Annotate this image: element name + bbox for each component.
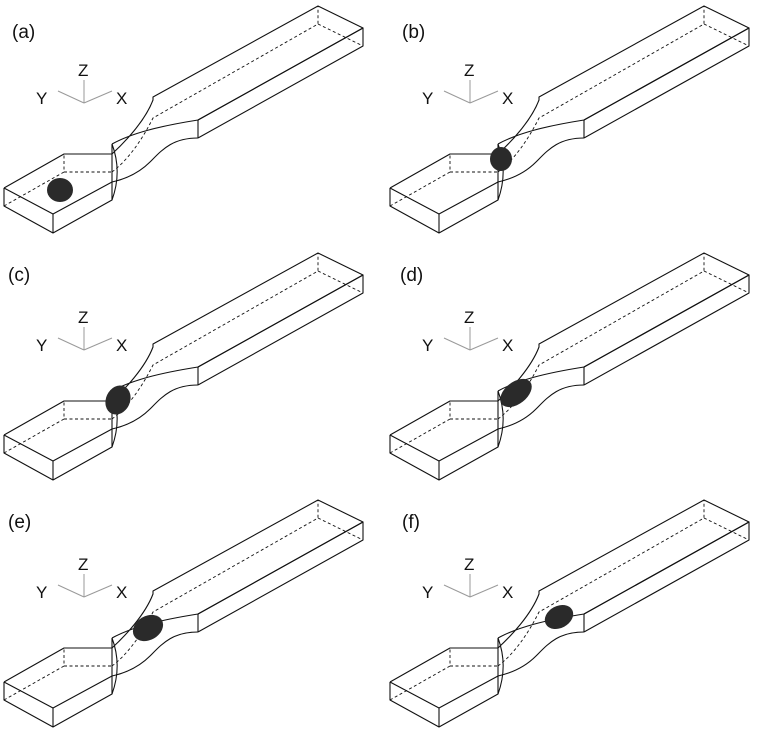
cell [132, 614, 164, 642]
panel-d: (d) Z Y X [389, 252, 750, 481]
cell [500, 378, 532, 408]
cell [544, 605, 574, 629]
coordinate-axes: Z Y X [422, 555, 513, 602]
axis-label-z: Z [464, 308, 474, 327]
cell [47, 178, 73, 202]
panel-label: (c) [8, 265, 30, 286]
panel-label: (d) [400, 265, 423, 286]
axis-label-z: Z [78, 555, 88, 574]
panel-label: (b) [402, 22, 425, 43]
axis-label-y: Y [36, 89, 47, 108]
axis-label-y: Y [422, 583, 433, 602]
microchannel [3, 252, 364, 481]
panel-b: (b) Z Y X [389, 5, 750, 234]
axis-label-x: X [502, 583, 513, 602]
axis-label-y: Y [36, 583, 47, 602]
axis-label-x: X [116, 89, 127, 108]
axis-label-y: Y [422, 336, 433, 355]
axis-label-z: Z [78, 308, 88, 327]
coordinate-axes: Z Y X [36, 308, 127, 355]
axis-label-z: Z [464, 555, 474, 574]
axis-label-x: X [116, 336, 127, 355]
axis-label-z: Z [464, 61, 474, 80]
panel-label: (e) [8, 512, 31, 533]
coordinate-axes: Z Y X [36, 61, 127, 108]
microchannel [389, 252, 750, 481]
microchannel [389, 5, 750, 234]
cell [105, 385, 131, 415]
axis-label-x: X [116, 583, 127, 602]
panel-label: (a) [12, 22, 35, 43]
panel-a: (a) Z Y X [3, 5, 364, 234]
axis-label-z: Z [78, 61, 88, 80]
coordinate-axes: Z Y X [36, 555, 127, 602]
axis-label-x: X [502, 89, 513, 108]
microchannel [3, 499, 364, 728]
panel-e: (e) Z Y X [3, 499, 364, 728]
axis-label-x: X [502, 336, 513, 355]
coordinate-axes: Z Y X [422, 61, 513, 108]
panel-c: (c) Z Y X [3, 252, 364, 481]
panel-label: (f) [402, 512, 420, 533]
coordinate-axes: Z Y X [422, 308, 513, 355]
axis-label-y: Y [36, 336, 47, 355]
panel-f: (f) Z Y X [389, 499, 750, 728]
axis-label-y: Y [422, 89, 433, 108]
cell [490, 147, 512, 171]
